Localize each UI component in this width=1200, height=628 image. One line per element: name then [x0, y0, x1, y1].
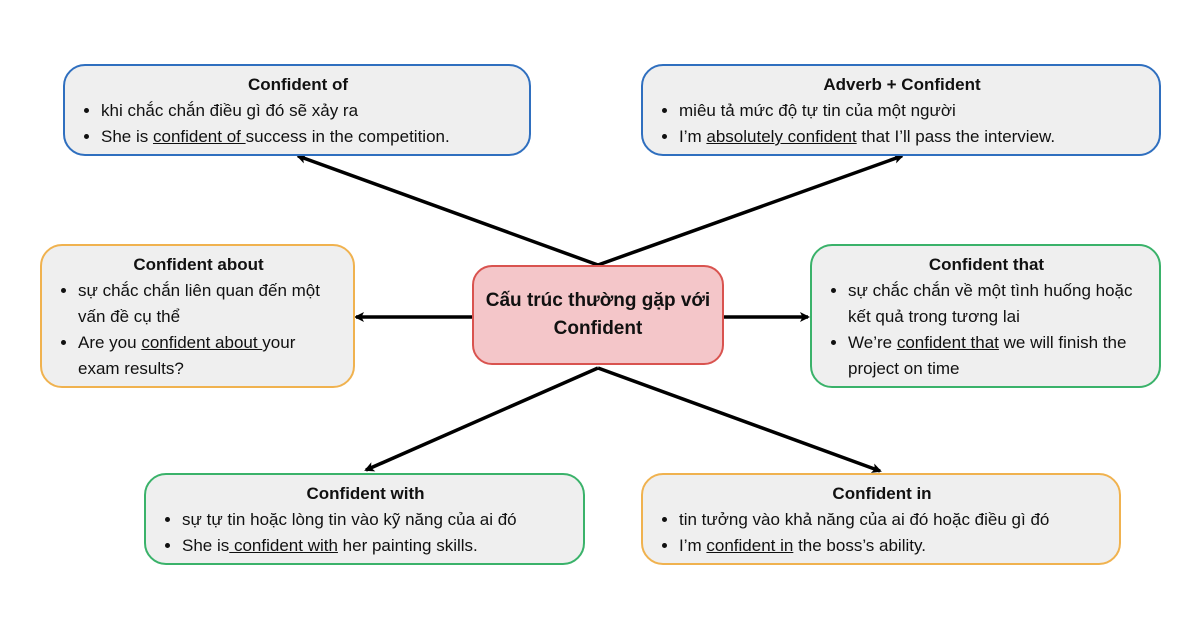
central-topic: Cấu trúc thường gặp với Confident — [472, 265, 724, 365]
definition-bullet: tin tưởng vào khả năng của ai đó hoặc đi… — [679, 507, 1105, 533]
definition-text: tin tưởng vào khả năng của ai đó hoặc đi… — [679, 510, 1050, 529]
example-pre: She is — [182, 536, 230, 555]
central-topic-line2: Confident — [553, 318, 643, 339]
example-bullet: She is confident with her painting skill… — [182, 533, 569, 559]
box-confident-with: Confident with sự tự tin hoặc lòng tin v… — [144, 473, 585, 565]
example-phrase: confident with — [229, 536, 338, 555]
box-title: Confident of — [247, 75, 349, 94]
example-post: your exam results? — [78, 333, 296, 378]
example-pre: Are you — [78, 333, 142, 352]
example-bullet: We’re confident that we will finish the … — [848, 330, 1145, 382]
arrow-to-confident-with — [364, 366, 599, 472]
central-topic-line1: Cấu trúc thường gặp với — [485, 290, 711, 311]
definition-text: sự chắc chắn liên quan đến một vấn đề cụ… — [78, 281, 320, 326]
bullet-list: sự chắc chắn về một tình huống hoặc kết … — [828, 278, 1145, 382]
definition-text: khi chắc chắn điều gì đó sẽ xảy ra — [101, 101, 359, 120]
definition-bullet: miêu tả mức độ tự tin của một người — [679, 98, 1145, 124]
example-phrase: confident of — [152, 127, 246, 146]
box-title: Adverb + Confident — [823, 75, 981, 94]
bullet-list: sự tự tin hoặc lòng tin vào kỹ năng của … — [162, 507, 569, 559]
box-title: Confident with — [306, 484, 425, 503]
arrow-to-confident-in — [597, 366, 882, 473]
example-post: the boss’s ability. — [793, 536, 926, 555]
example-post: that I’ll pass the interview. — [856, 127, 1056, 146]
box-title: Confident in — [832, 484, 932, 503]
example-bullet: I’m confident in the boss’s ability. — [679, 533, 1105, 559]
definition-bullet: sự chắc chắn liên quan đến một vấn đề cụ… — [78, 278, 339, 330]
box-confident-that: Confident that sự chắc chắn về một tình … — [810, 244, 1161, 388]
definition-text: miêu tả mức độ tự tin của một người — [679, 101, 956, 120]
box-confident-of: Confident of khi chắc chắn điều gì đó sẽ… — [63, 64, 531, 156]
example-post: we will finish the project on time — [848, 333, 1127, 378]
definition-bullet: sự tự tin hoặc lòng tin vào kỹ năng của … — [182, 507, 569, 533]
box-title: Confident about — [133, 255, 264, 274]
example-bullet: Are you confident about your exam result… — [78, 330, 339, 382]
bullet-list: khi chắc chắn điều gì đó sẽ xảy ra She i… — [81, 98, 515, 150]
example-pre: I’m — [679, 536, 707, 555]
box-confident-about: Confident about sự chắc chắn liên quan đ… — [40, 244, 355, 388]
example-pre: She is — [101, 127, 153, 146]
bullet-list: sự chắc chắn liên quan đến một vấn đề cụ… — [58, 278, 339, 382]
arrow-to-confident-of — [296, 154, 599, 267]
definition-text: sự tự tin hoặc lòng tin vào kỹ năng của … — [182, 510, 517, 529]
example-phrase: confident about — [141, 333, 263, 352]
example-post: success in the competition. — [245, 127, 450, 146]
definition-bullet: khi chắc chắn điều gì đó sẽ xảy ra — [101, 98, 515, 124]
box-adverb-confident: Adverb + Confident miêu tả mức độ tự tin… — [641, 64, 1161, 156]
example-pre: I’m — [679, 127, 707, 146]
example-pre: We’re — [848, 333, 897, 352]
arrow-to-adverb-confident — [597, 153, 904, 267]
example-bullet: I’m absolutely confident that I’ll pass … — [679, 124, 1145, 150]
example-phrase: confident in — [706, 536, 794, 555]
bullet-list: miêu tả mức độ tự tin của một người I’m … — [659, 98, 1145, 150]
example-post: her painting skills. — [337, 536, 478, 555]
definition-text: sự chắc chắn về một tình huống hoặc kết … — [848, 281, 1133, 326]
bullet-list: tin tưởng vào khả năng của ai đó hoặc đi… — [659, 507, 1105, 559]
box-title: Confident that — [928, 255, 1045, 274]
definition-bullet: sự chắc chắn về một tình huống hoặc kết … — [848, 278, 1145, 330]
example-phrase: absolutely confident — [706, 127, 857, 146]
example-bullet: She is confident of success in the compe… — [101, 124, 515, 150]
example-phrase: confident that — [896, 333, 999, 352]
box-confident-in: Confident in tin tưởng vào khả năng của … — [641, 473, 1121, 565]
